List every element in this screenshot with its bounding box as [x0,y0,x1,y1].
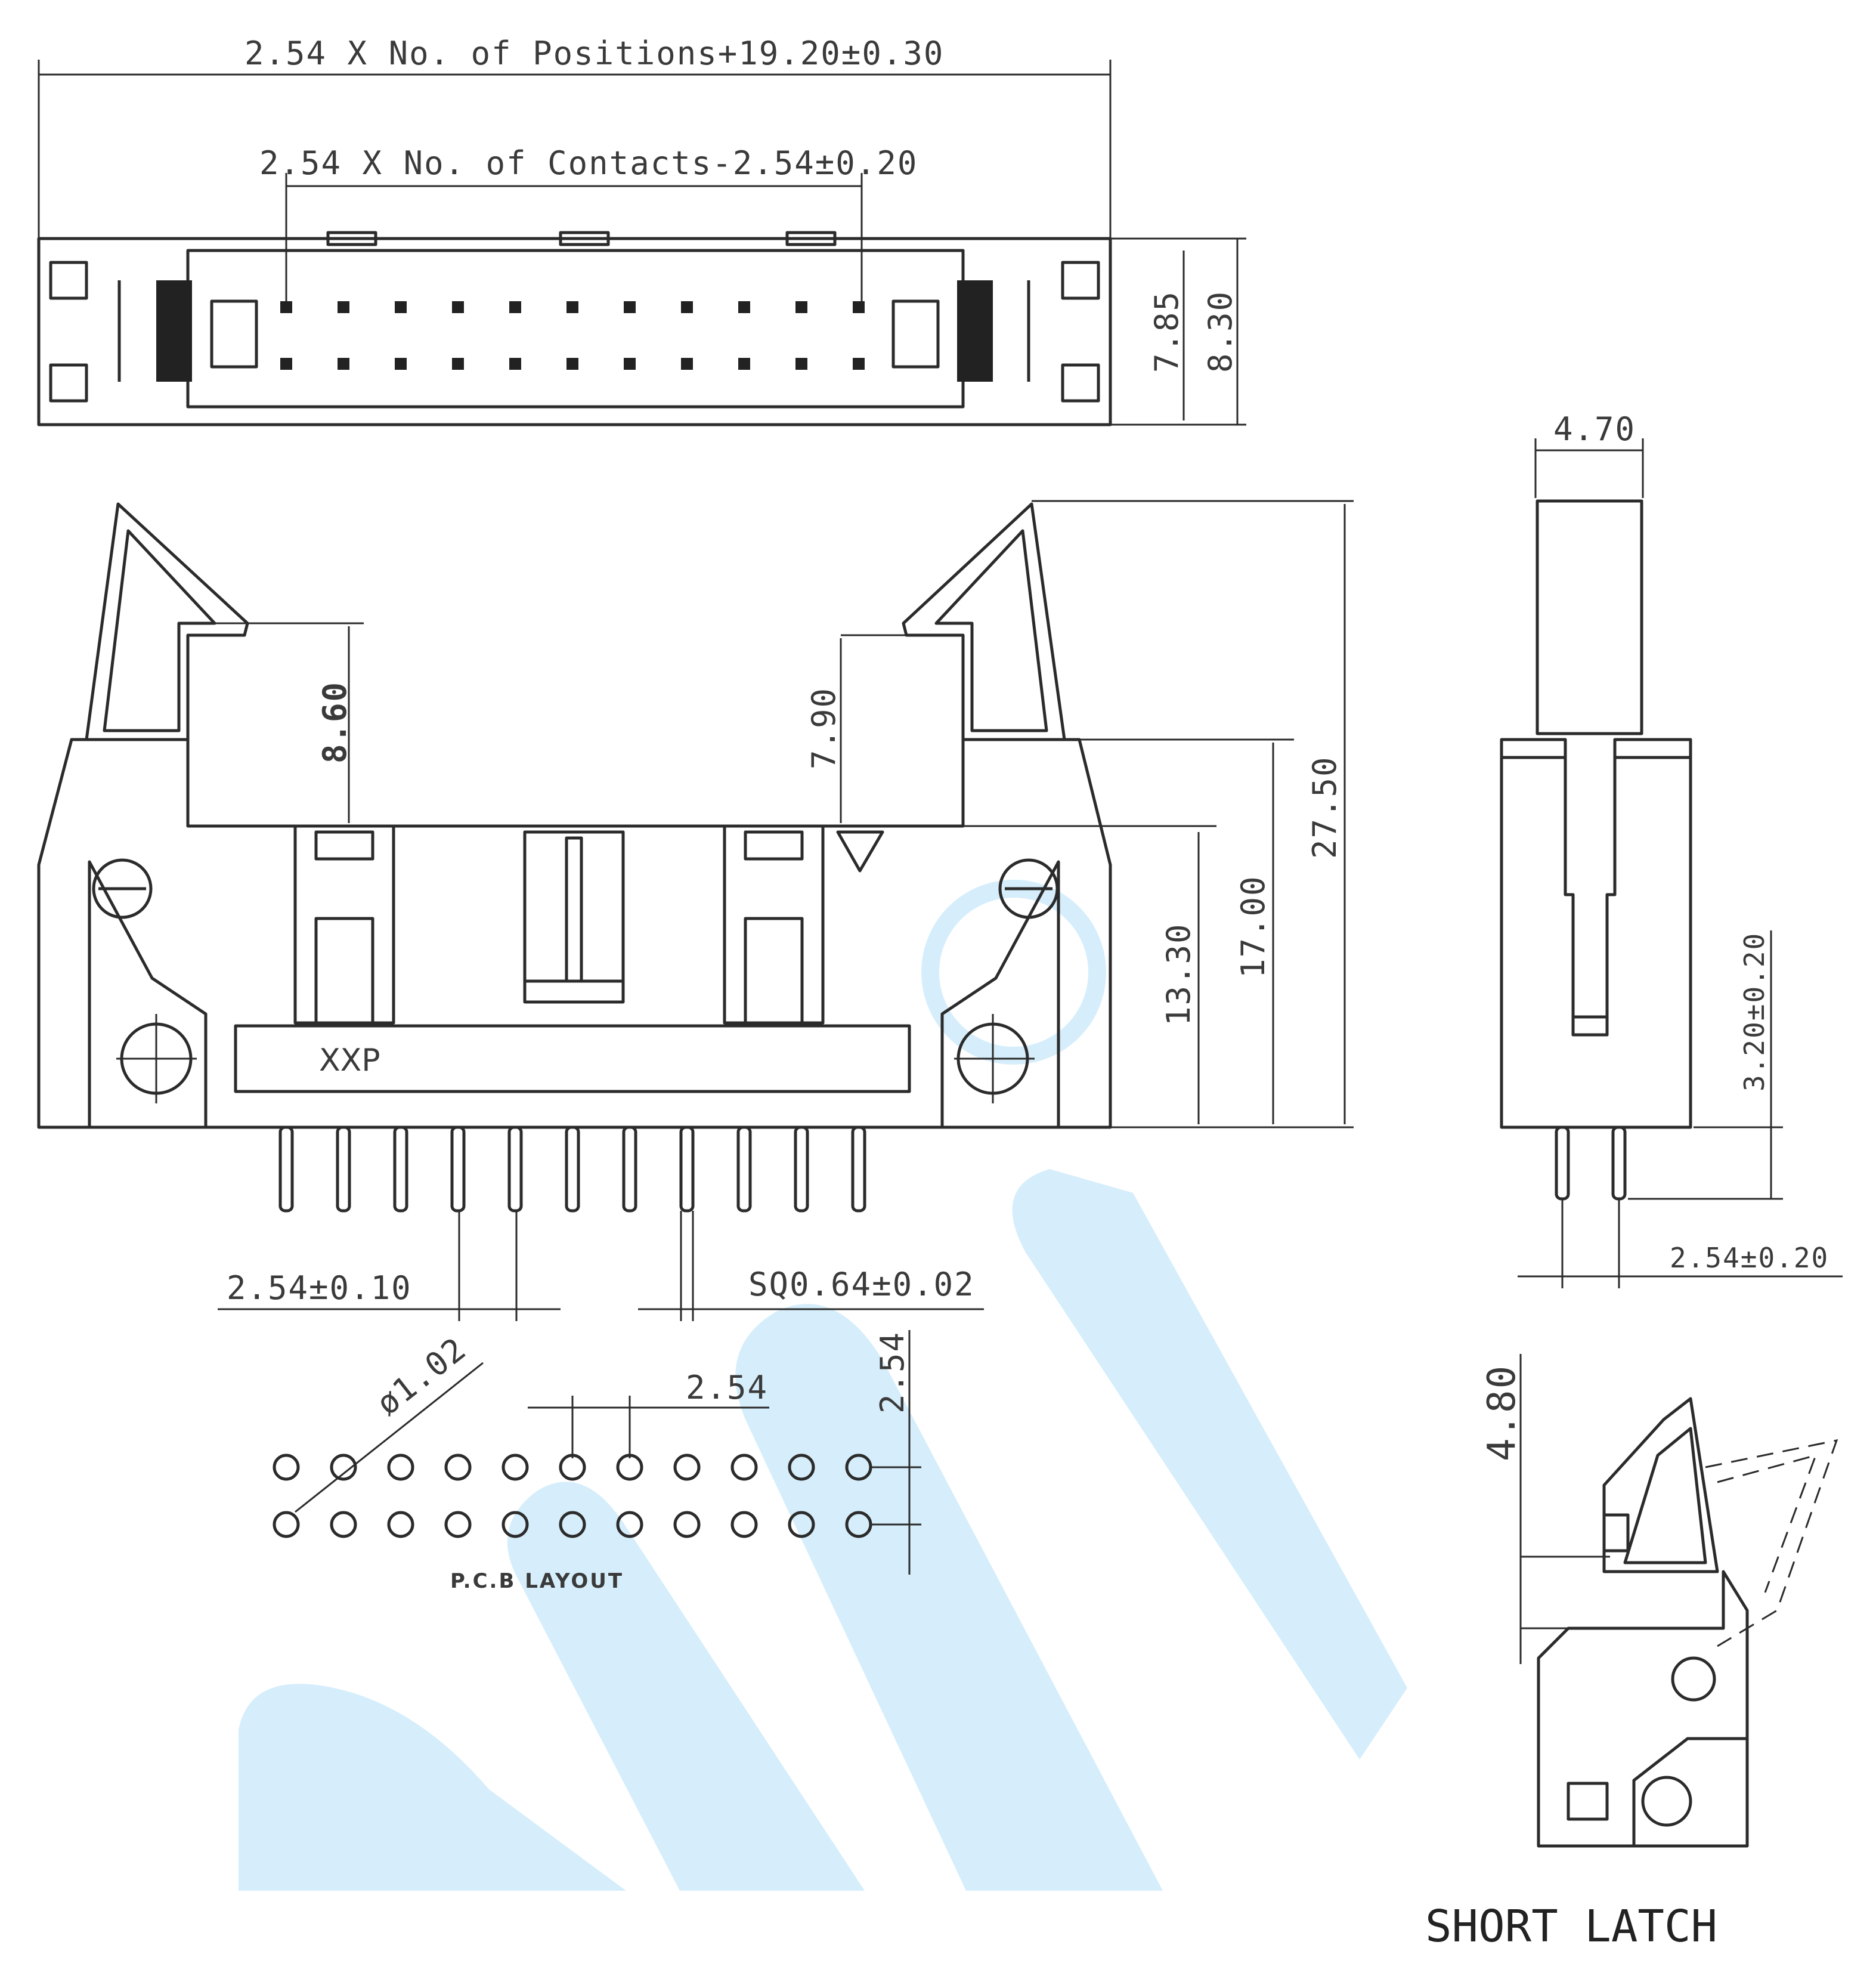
side-row-pitch: 2.54±0.20 [1670,1242,1829,1274]
front-height-base: 13.30 [1160,923,1197,1026]
front-part-label: XXP [319,1043,380,1078]
top-overall-dim: 2.54 X No. of Positions+19.20±0.30 [244,35,944,72]
side-pin-length: 3.20±0.20 [1738,932,1770,1091]
pcb-caption: P.C.B LAYOUT [450,1569,624,1593]
pcb-hole-dia: ø1.02 [369,1329,473,1423]
latch-caption: SHORT LATCH [1425,1901,1717,1952]
top-view: 2.54 X No. of Positions+19.20±0.30 2.54 … [37,35,1246,426]
pcb-pitch-x: 2.54 [686,1369,768,1406]
pcb-holes [273,1454,872,1538]
top-contact-dim: 2.54 X No. of Contacts-2.54±0.20 [259,144,918,182]
front-pin-square: SQ0.64±0.02 [748,1266,975,1303]
top-height-inner: 7.85 [1148,290,1185,373]
front-view: XXP 8.60 7.90 13.30 17.0 [37,500,1354,1321]
front-height-body: 17.00 [1234,875,1272,978]
latch-height: 4.80 [1480,1365,1524,1461]
side-view: 4.70 3.20±0.20 2.54±0.20 [1500,410,1843,1288]
front-height-total: 27.50 [1306,756,1343,859]
pcb-pitch-y: 2.54 [874,1331,911,1414]
top-height-outer: 8.30 [1202,290,1239,373]
short-latch-view: 4.80 SHORT LATCH [1425,1354,1838,1952]
side-width: 4.70 [1553,410,1636,448]
front-latch-gap: 7.90 [805,687,843,769]
front-pins [278,1125,866,1213]
front-pitch: 2.54±0.10 [227,1269,412,1307]
top-contact-grid [280,301,865,370]
front-latch-depth: 8.60 [316,681,354,763]
